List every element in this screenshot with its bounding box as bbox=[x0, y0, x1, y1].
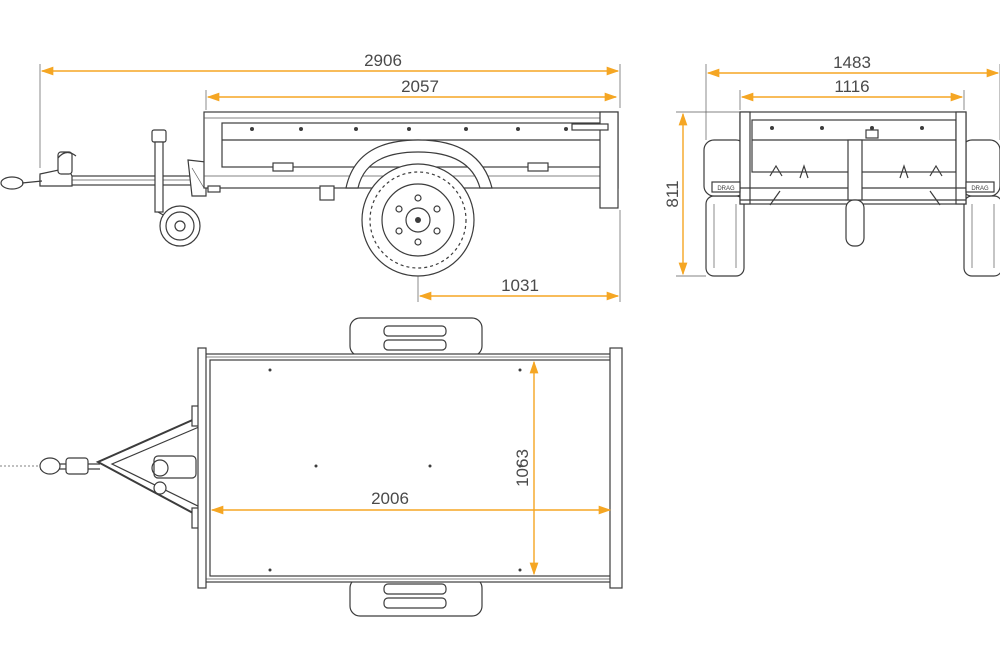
overall-width-label: 1483 bbox=[833, 53, 871, 72]
dim-inner-length: 2006 bbox=[210, 489, 612, 515]
jockey-wheel-rear bbox=[845, 129, 879, 247]
dim-axle-to-rear: 1031 bbox=[417, 210, 621, 302]
drawbar-side bbox=[0, 151, 209, 190]
front-bracket-side bbox=[187, 159, 207, 197]
axle-to-rear-label: 1031 bbox=[501, 276, 539, 295]
dim-inner-width: 1063 bbox=[513, 360, 539, 576]
brand-plate-left: DRAG bbox=[717, 186, 735, 192]
inner-length-label: 2006 bbox=[371, 489, 409, 508]
jockey-wheel-side bbox=[151, 129, 201, 247]
inner-width-label: 1063 bbox=[513, 449, 532, 487]
side-view: 2906 2057 1031 bbox=[0, 51, 621, 302]
wheels-top bbox=[349, 317, 483, 617]
overall-length-label: 2906 bbox=[364, 51, 402, 70]
height-label: 811 bbox=[663, 180, 682, 207]
cargo-box-top bbox=[197, 347, 623, 589]
brand-plate-right: DRAG bbox=[971, 186, 989, 192]
dim-overall-width: 1483 bbox=[705, 53, 1000, 140]
top-view: 2006 1063 bbox=[0, 317, 623, 617]
rear-view: DRAG DRAG 1483 1116 8 bbox=[663, 53, 1000, 277]
dim-overall-length: 2906 bbox=[39, 51, 621, 168]
wheel-side bbox=[345, 139, 493, 277]
dim-box-width: 1116 bbox=[739, 77, 965, 110]
dim-height: 811 bbox=[663, 111, 740, 277]
box-width-label: 1116 bbox=[834, 77, 869, 96]
drawbar-top bbox=[0, 405, 207, 529]
box-length-label: 2057 bbox=[401, 77, 439, 96]
dim-box-length: 2057 bbox=[205, 77, 618, 110]
